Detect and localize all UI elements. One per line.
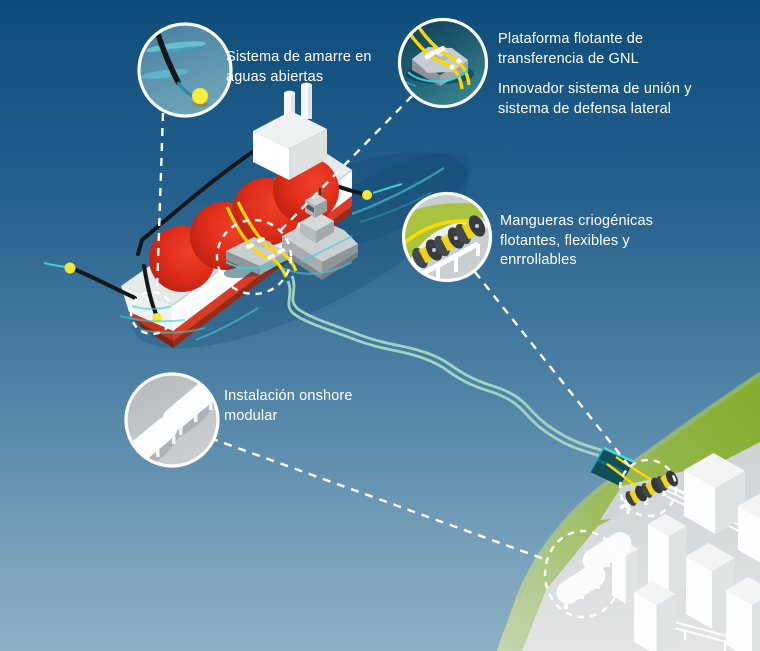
callout-platform [397, 17, 489, 109]
mooring-buoy-icon [141, 31, 208, 107]
connector-platform [279, 95, 413, 232]
callout-label-onshore: Instalación onshore modular [224, 388, 353, 424]
callout-label-platform-secondary: Innovador sistema de unión y sistema de … [498, 81, 692, 117]
highlight-bow-buoy [129, 290, 175, 336]
floating-platform-icon [399, 19, 474, 90]
cryogenic-hose-line [286, 275, 630, 468]
floating-transfer-platform [223, 201, 298, 278]
hose-couplings [246, 237, 285, 260]
callout-label-hoses: Mangueras criogénicas flotantes, flexibl… [500, 213, 654, 268]
water-ripples [119, 166, 445, 341]
callout-mooring [137, 22, 233, 118]
connector-lines [155, 95, 631, 562]
building [612, 453, 760, 651]
connector-onshore [209, 436, 548, 562]
ship-superstructure [253, 82, 327, 180]
highlight-circles [129, 218, 678, 619]
callout-onshore [124, 372, 220, 468]
hose-reel-icon [403, 203, 491, 281]
hose-reel [625, 470, 678, 506]
callout-label-mooring: Sistema de amarre en aguas abiertas [226, 49, 372, 85]
callout-hoses [401, 191, 493, 283]
connector-hoses [474, 271, 631, 468]
mooring-buoys [43, 183, 403, 323]
highlight-platform [215, 218, 293, 296]
onshore-storage-tanks [556, 532, 632, 609]
reel-spools [412, 215, 486, 269]
shore-hose-reels [589, 446, 687, 514]
highlight-shore-reels [618, 458, 678, 518]
callout-label-platform-primary: Plataforma flotante de transferencia de … [498, 31, 644, 67]
highlight-onshore-tanks [543, 529, 623, 619]
